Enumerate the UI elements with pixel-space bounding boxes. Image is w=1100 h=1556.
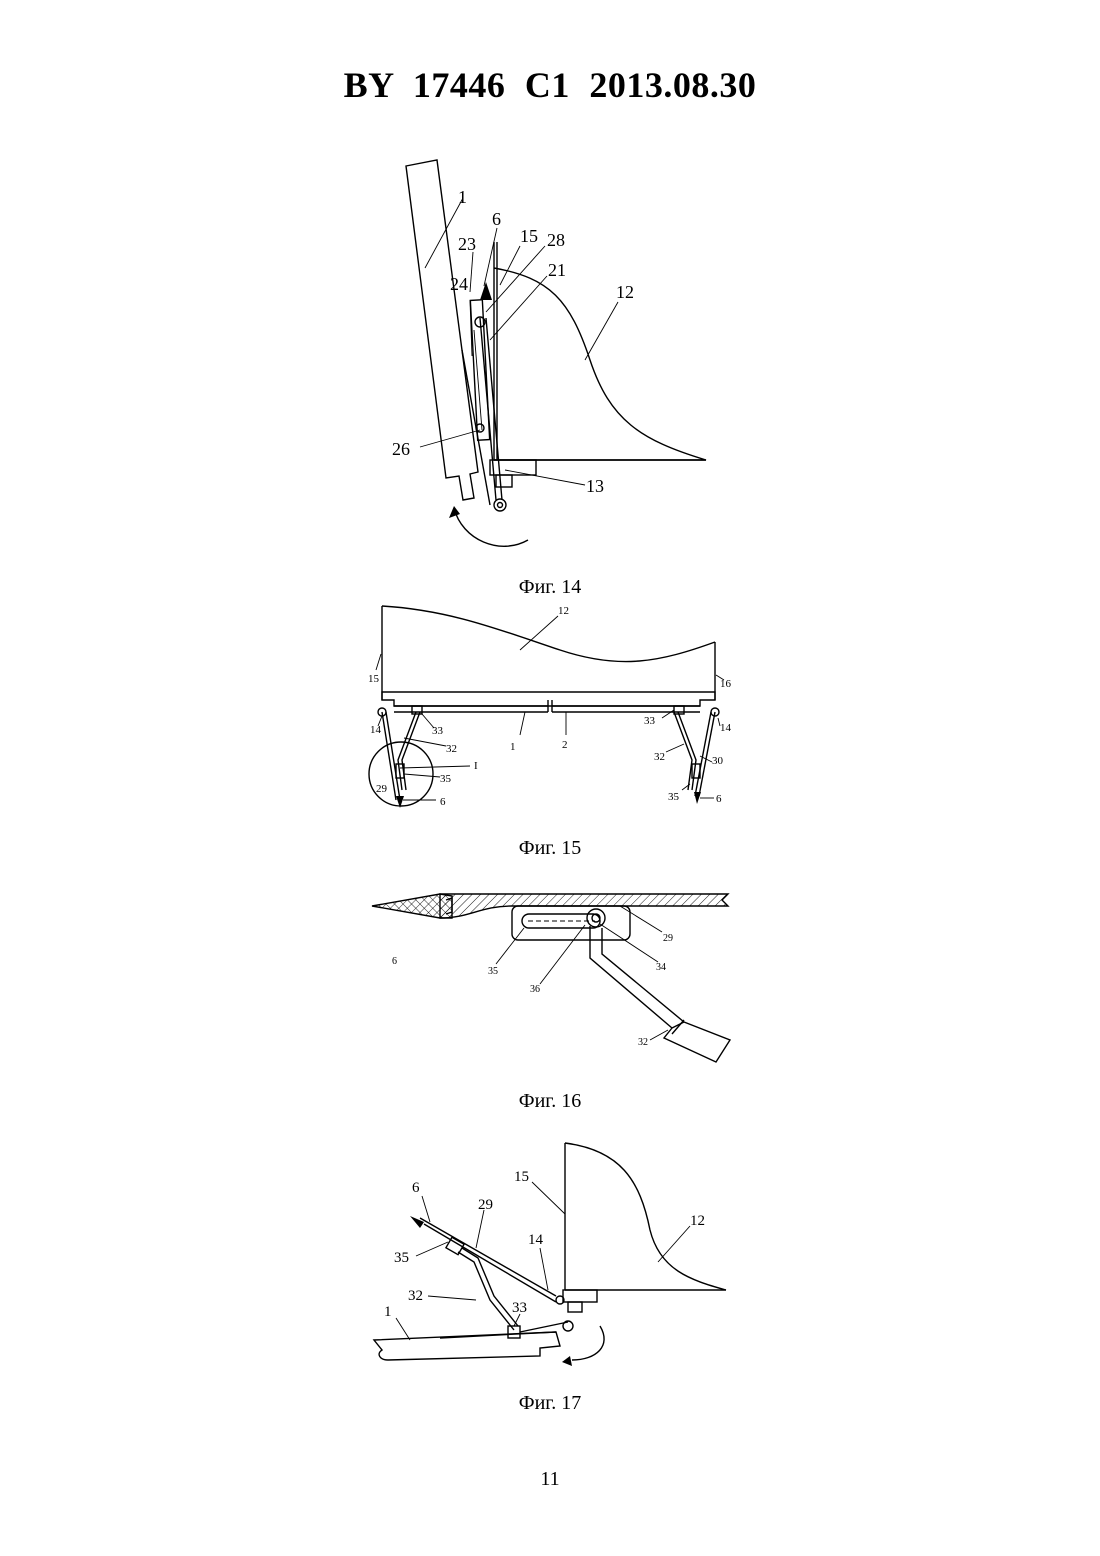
figure-17-drawing: 15 12 6 29 14 35 32 33 1 [0, 0, 1100, 1400]
figure-17-caption: Фиг. 17 [0, 1392, 1100, 1415]
fig17-label-32: 32 [408, 1288, 423, 1304]
fig17-label-35: 35 [394, 1250, 409, 1266]
fig17-label-6: 6 [412, 1180, 420, 1196]
fig17-label-15: 15 [514, 1169, 529, 1185]
page-number: 11 [0, 1468, 1100, 1491]
fig17-label-14: 14 [528, 1232, 544, 1248]
fig17-label-33: 33 [512, 1300, 527, 1316]
fig17-label-1: 1 [384, 1304, 392, 1320]
fig17-label-12: 12 [690, 1213, 705, 1229]
fig17-label-29: 29 [478, 1197, 493, 1213]
